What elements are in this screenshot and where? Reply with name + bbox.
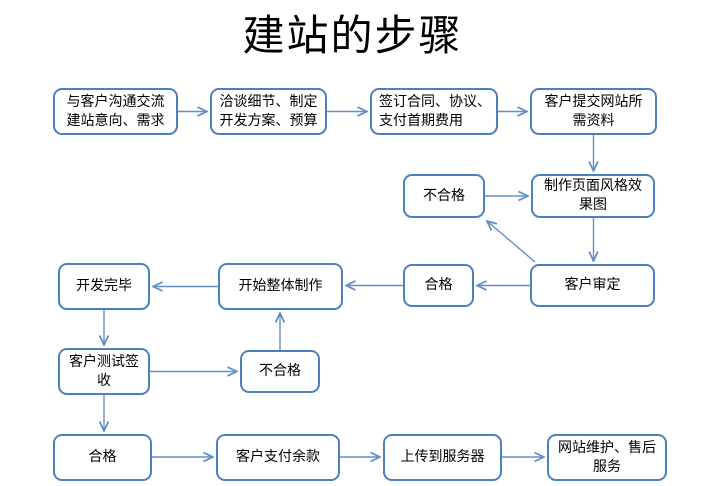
node-negotiate: 洽谈细节、制定 开发方案、预算 [210, 88, 327, 135]
node-dev-complete-label: 开发完毕 [76, 278, 132, 294]
node-style-unqualified: 不合格 [403, 174, 485, 218]
node-upload-server: 上传到服务器 [383, 434, 502, 481]
node-sign-contract: 签订合同、协议、 支付首期费用 [370, 88, 498, 135]
node-pay-balance-label: 客户支付余款 [236, 449, 320, 465]
node-communicate: 与客户沟通交流 建站意向、需求 [53, 88, 178, 135]
node-sign-contract-label: 签订合同、协议、 支付首期费用 [379, 93, 491, 129]
node-communicate-label: 与客户沟通交流 建站意向、需求 [66, 93, 165, 129]
node-client-test-signoff-label: 客户测试签 收 [69, 353, 139, 389]
node-maintenance-aftersales: 网站维护、售后 服务 [547, 434, 667, 481]
node-upload-server-label: 上传到服务器 [400, 449, 485, 465]
node-client-review: 客户审定 [530, 264, 655, 307]
node-test-qualified: 合格 [53, 434, 152, 481]
node-start-production-label: 开始整体制作 [238, 278, 323, 294]
node-submit-materials-label: 客户提交网站所 需资料 [544, 93, 643, 129]
node-style-qualified: 合格 [403, 264, 474, 307]
arrow-review-to-unqualified-diag [487, 221, 536, 263]
node-negotiate-label: 洽谈细节、制定 开发方案、预算 [219, 93, 318, 129]
node-client-test-signoff: 客户测试签 收 [58, 348, 150, 395]
page-title: 建站的步骤 [242, 11, 463, 60]
node-pay-balance: 客户支付余款 [216, 434, 340, 481]
node-client-review-label: 客户审定 [564, 277, 621, 293]
node-make-style-mockup: 制作页面风格效 果图 [531, 174, 655, 218]
node-start-production: 开始整体制作 [218, 263, 343, 310]
node-maintenance-aftersales-label: 网站维护、售后 服务 [558, 439, 656, 475]
node-test-unqualified-label: 不合格 [259, 363, 301, 379]
node-submit-materials: 客户提交网站所 需资料 [530, 88, 657, 135]
node-test-qualified-label: 合格 [88, 449, 117, 465]
node-style-qualified-label: 合格 [424, 277, 453, 293]
node-test-unqualified: 不合格 [240, 350, 320, 393]
node-make-style-mockup-label: 制作页面风格效 果图 [544, 178, 642, 213]
node-style-unqualified-label: 不合格 [423, 187, 465, 204]
node-dev-complete: 开发完毕 [58, 263, 150, 310]
